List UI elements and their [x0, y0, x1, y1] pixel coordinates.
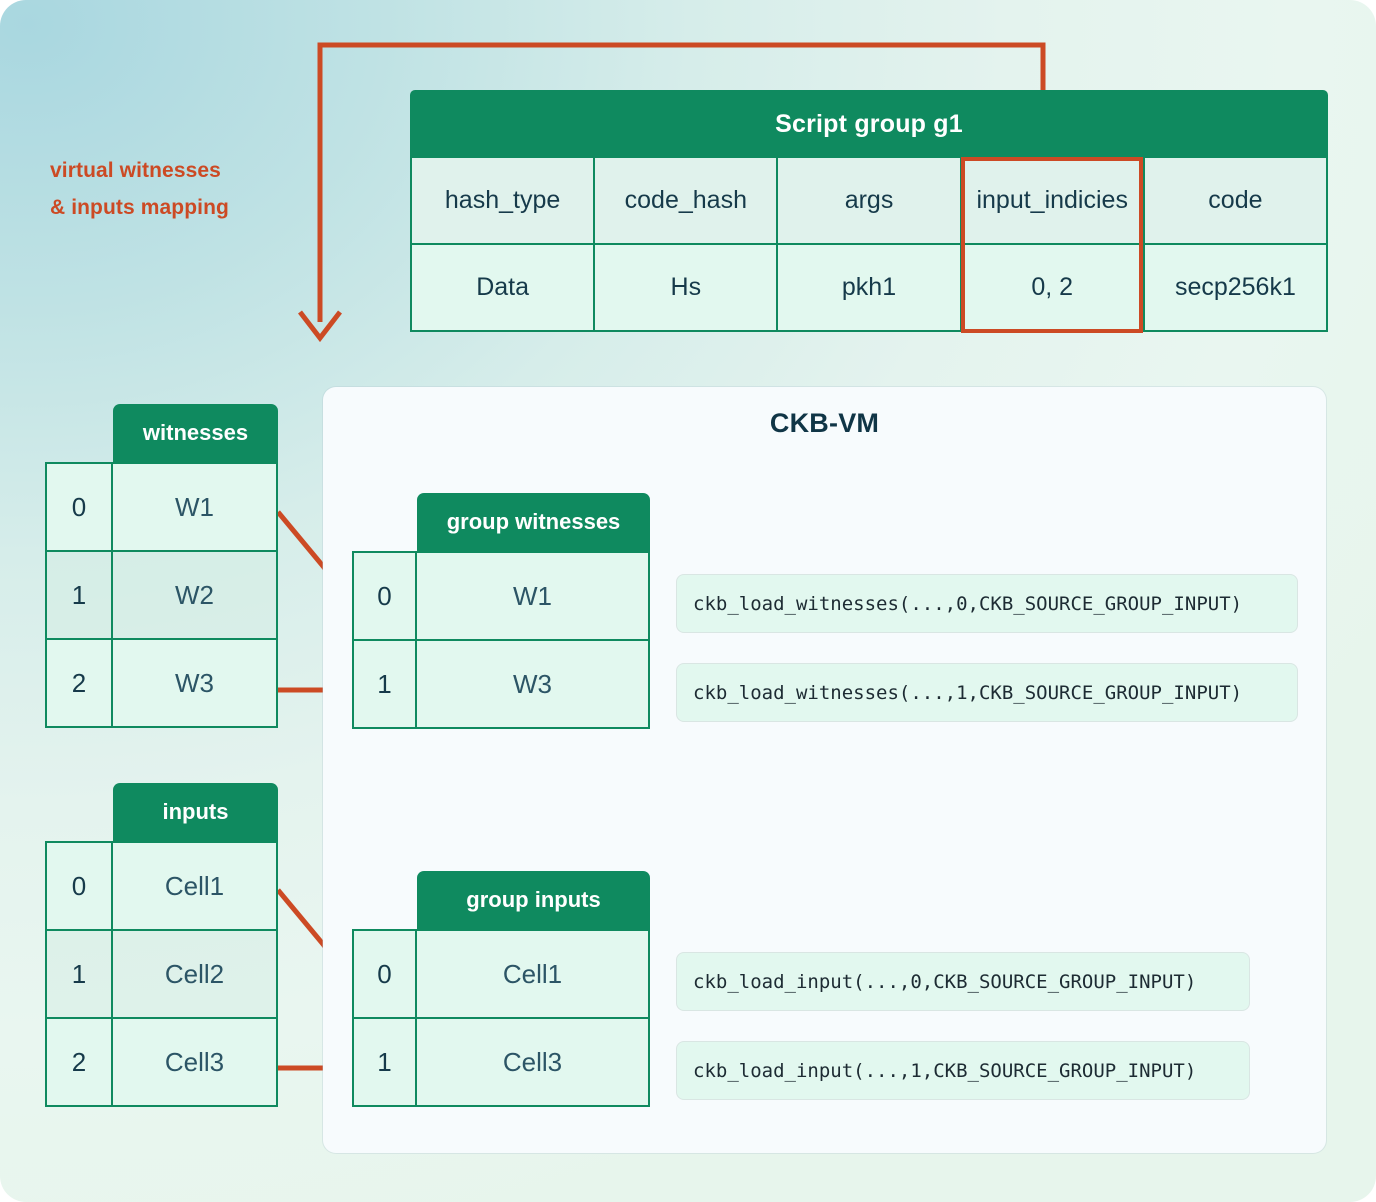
value-hash-type: Data — [412, 245, 596, 330]
row-value: Cell3 — [502, 1046, 563, 1077]
code-callout-load-input-1: ckb_load_input(...,1,CKB_SOURCE_GROUP_IN… — [677, 1042, 1249, 1099]
witnesses-table: 0 W1 1 W2 2 W3 — [45, 462, 278, 728]
row-value: Cell1 — [502, 958, 563, 989]
column-input-indicies: input_indicies — [962, 158, 1145, 243]
column-code-hash: code_hash — [595, 158, 779, 243]
value-input-indicies: 0, 2 — [962, 245, 1145, 330]
row-value: W1 — [513, 580, 552, 611]
table-row: 0 Cell1 — [47, 843, 276, 931]
group-witnesses-table-title: group witnesses — [417, 493, 650, 551]
table-row: 1 Cell3 — [354, 1019, 648, 1105]
table-row: 0 Cell1 — [354, 931, 648, 1019]
row-value: Cell3 — [164, 1046, 225, 1077]
row-value: W1 — [175, 491, 214, 522]
code-callout-load-input-0: ckb_load_input(...,0,CKB_SOURCE_GROUP_IN… — [677, 953, 1249, 1010]
row-value: W3 — [513, 668, 552, 699]
code-callout-load-witnesses-1: ckb_load_witnesses(...,1,CKB_SOURCE_GROU… — [677, 664, 1297, 721]
group-inputs-table-title: group inputs — [417, 871, 650, 929]
annotation-line-1: virtual witnesses — [50, 159, 221, 182]
arrowhead-icon — [298, 310, 342, 343]
column-args: args — [778, 158, 962, 243]
row-index: 0 — [47, 843, 113, 929]
script-group-title: Script group g1 — [410, 90, 1328, 158]
script-group-header-row: hash_type code_hash args input_indicies … — [410, 158, 1328, 245]
value-code: secp256k1 — [1174, 273, 1296, 301]
row-index: 0 — [47, 464, 113, 550]
row-index: 2 — [47, 640, 113, 726]
table-row: 2 W3 — [47, 640, 276, 726]
column-code: code — [1208, 186, 1263, 214]
annotation-label: virtual witnesses & inputs mapping — [50, 152, 310, 226]
table-row: 1 Cell2 — [47, 931, 276, 1019]
row-index: 1 — [47, 552, 113, 638]
code-callout-load-witnesses-0: ckb_load_witnesses(...,0,CKB_SOURCE_GROU… — [677, 575, 1297, 632]
row-index: 0 — [354, 553, 417, 639]
row-index: 2 — [47, 1019, 113, 1105]
value-code-hash: Hs — [595, 245, 779, 330]
row-index: 1 — [47, 931, 113, 1017]
table-row: 0 W1 — [47, 464, 276, 552]
row-value: Cell2 — [164, 958, 225, 989]
ckb-vm-title: CKB-VM — [769, 408, 880, 438]
value-args: pkh1 — [778, 245, 962, 330]
row-value: W3 — [175, 667, 214, 698]
input-indicies-highlight-box — [961, 157, 1143, 333]
inputs-table-title: inputs — [113, 783, 278, 841]
script-group-value-row: Data Hs pkh1 0, 2 secp256k1 — [410, 245, 1328, 332]
group-inputs-table: 0 Cell1 1 Cell3 — [352, 929, 650, 1107]
row-value: Cell1 — [164, 870, 225, 901]
witnesses-table-title: witnesses — [113, 404, 278, 462]
row-index: 1 — [354, 641, 417, 727]
row-index: 0 — [354, 931, 417, 1017]
table-row: 2 Cell3 — [47, 1019, 276, 1105]
group-witnesses-table: 0 W1 1 W3 — [352, 551, 650, 729]
annotation-line-2: & inputs mapping — [50, 196, 229, 219]
row-index: 1 — [354, 1019, 417, 1105]
table-row: 1 W2 — [47, 552, 276, 640]
table-row: 0 W1 — [354, 553, 648, 641]
script-group-table: Script group g1 hash_type code_hash args… — [410, 90, 1328, 333]
table-row: 1 W3 — [354, 641, 648, 727]
row-value: W2 — [175, 579, 214, 610]
inputs-table: 0 Cell1 1 Cell2 2 Cell3 — [45, 841, 278, 1107]
column-hash-type: hash_type — [412, 158, 596, 243]
